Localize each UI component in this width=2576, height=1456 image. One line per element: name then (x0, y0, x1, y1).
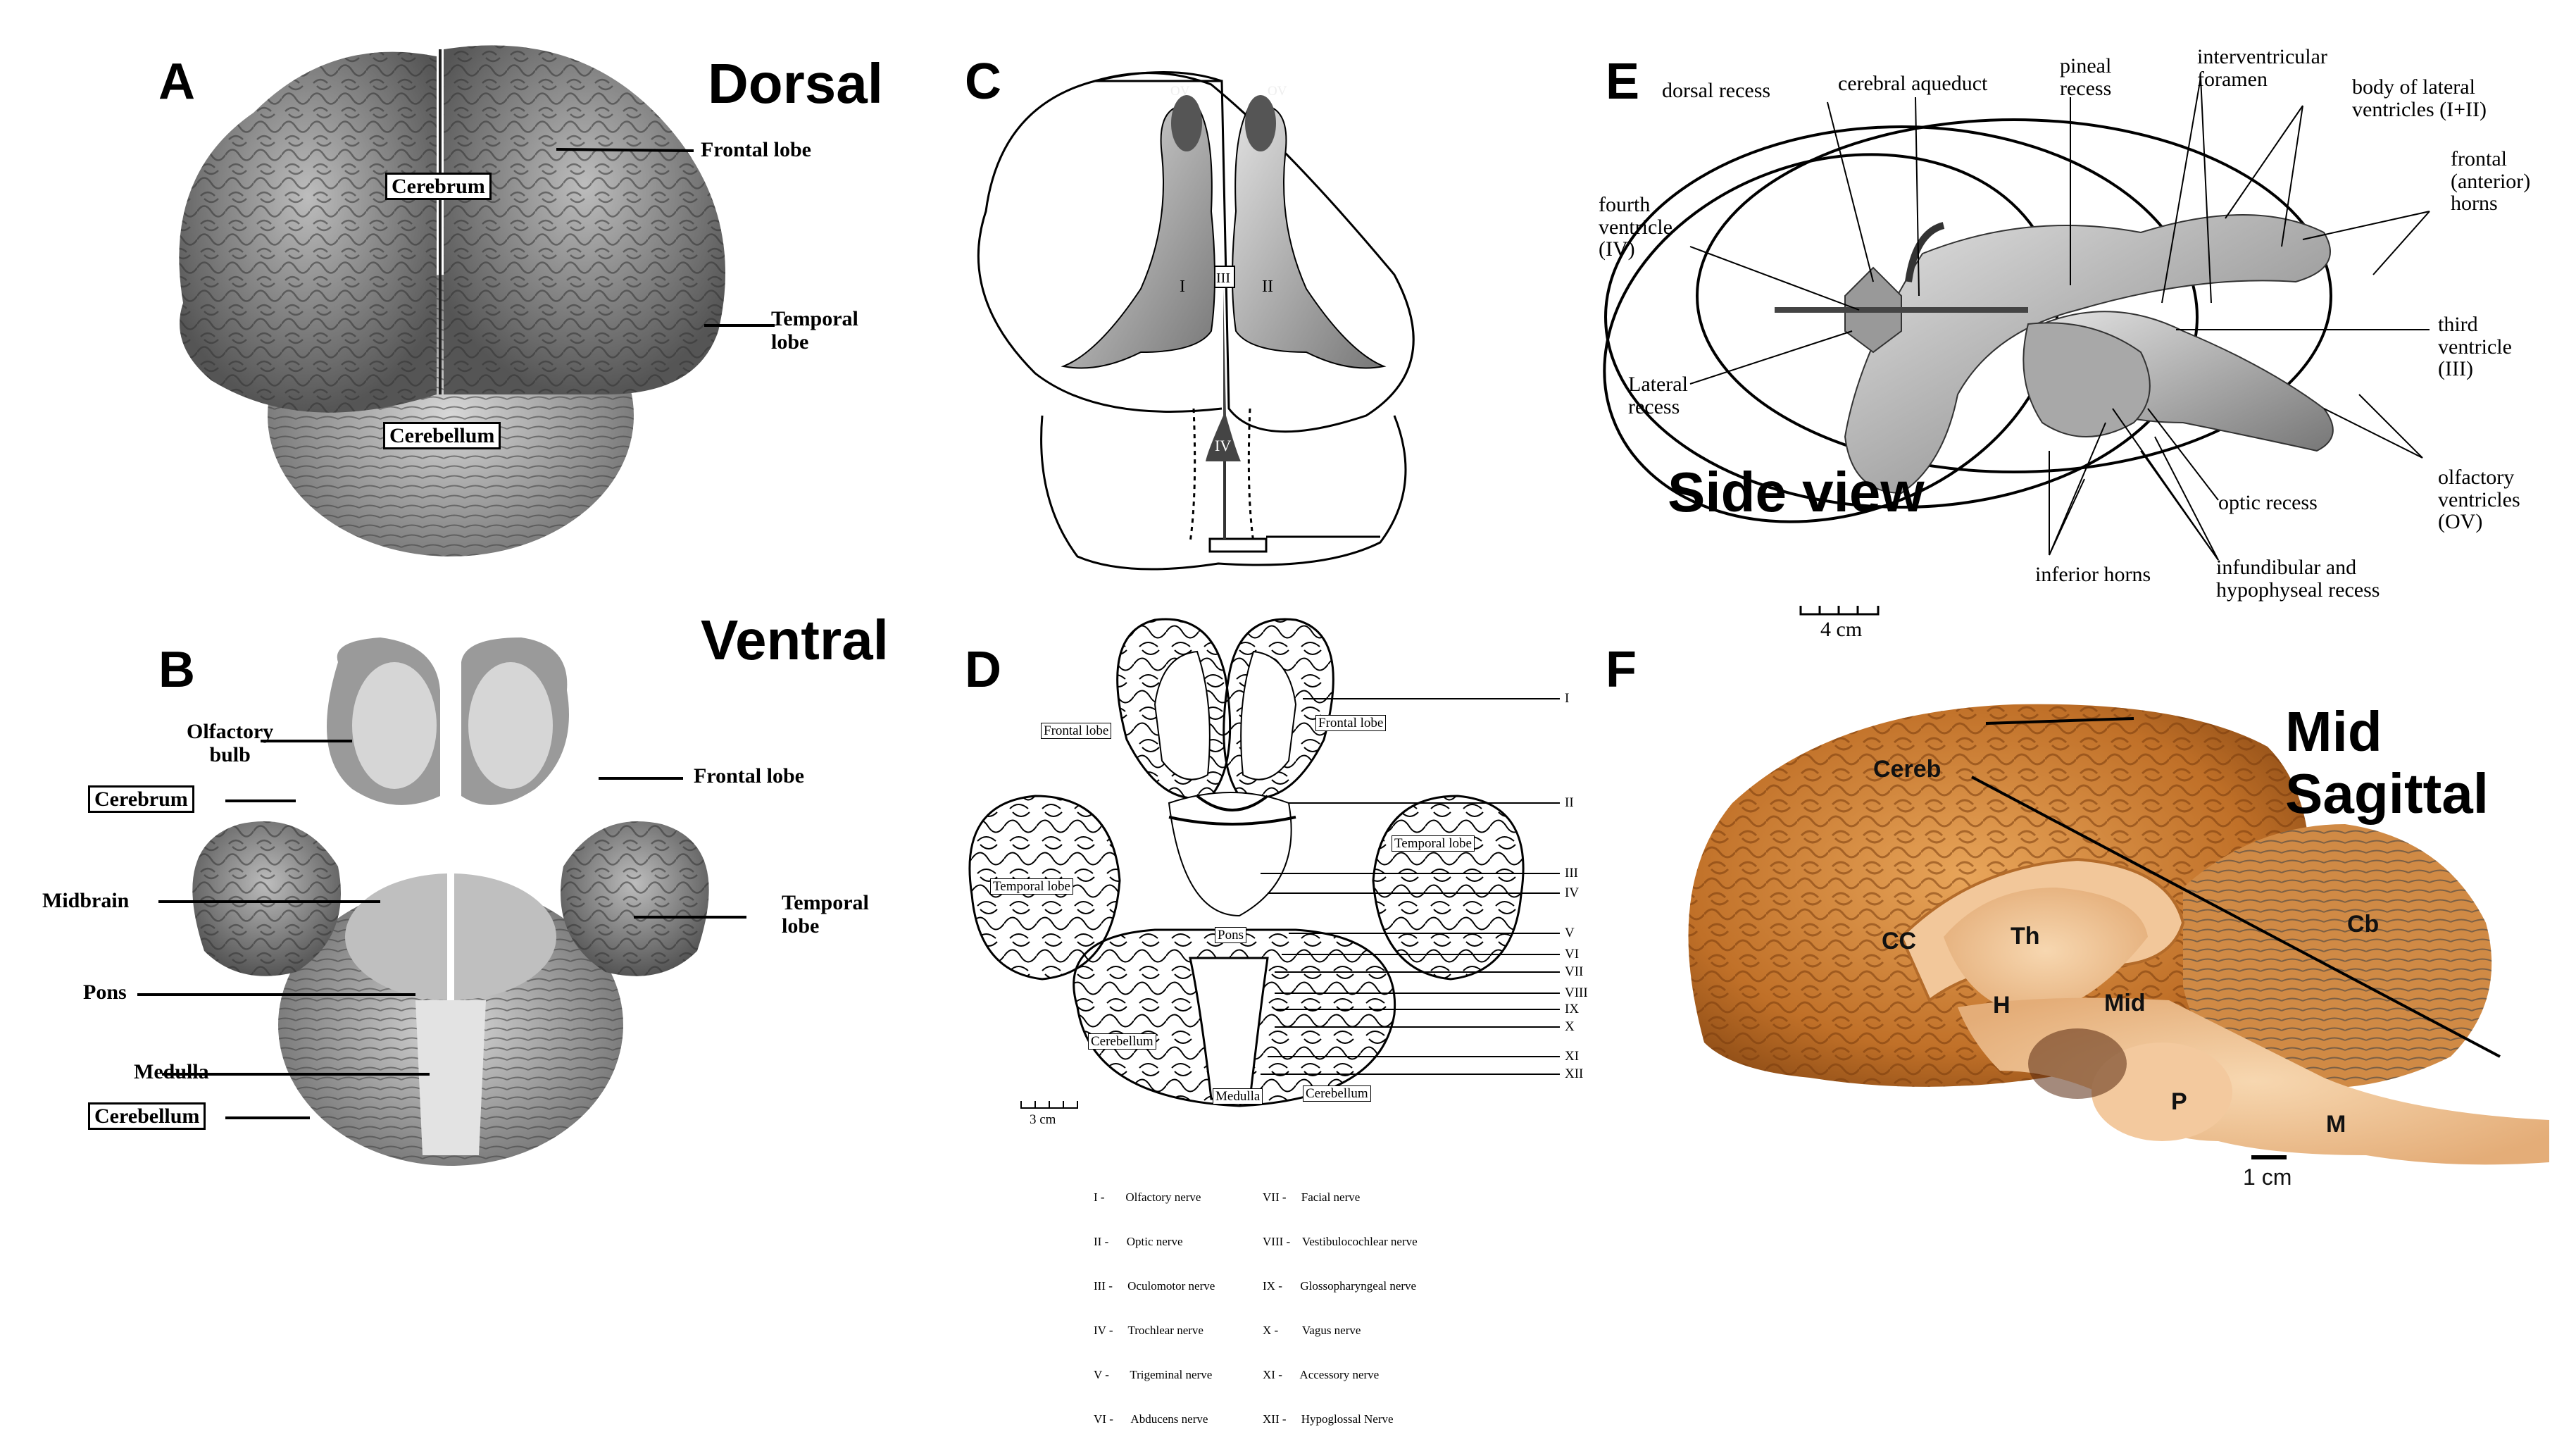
panel-c-ov-right-label: OV (1268, 84, 1287, 99)
panel-e-drawing (1603, 77, 2430, 616)
panel-b-view-title: Ventral (701, 609, 889, 671)
legend-item: XII - Hypoglossal Nerve (1263, 1412, 1394, 1426)
nerve-label: V (1565, 926, 1575, 940)
panel-d-frontal-left-label: Frontal lobe (1041, 723, 1112, 739)
panel-a-drawing (179, 45, 775, 556)
panel-f-h-label: H (1993, 992, 2011, 1019)
panel-e-interventricular-label: interventricular foramen (2197, 45, 2327, 91)
panel-e-inferior-horns-label: inferior horns (2035, 563, 2151, 586)
legend-item: II - Optic nerve (1094, 1235, 1183, 1248)
panel-d-pons-label: Pons (1215, 927, 1246, 943)
panel-f-cc-label: CC (1882, 928, 1917, 954)
nerve-label: VI (1565, 947, 1580, 962)
panel-c-drawing (977, 71, 1415, 571)
panel-f-th-label: Th (2011, 923, 2040, 950)
panel-d-cerebellum-right-label: Cerebellum (1303, 1085, 1371, 1102)
panel-b-cerebrum-label: Cerebrum (88, 785, 194, 813)
panel-d-temporal-right-label: Temporal lobe (1392, 835, 1475, 852)
panel-b-drawing (137, 637, 746, 1166)
panel-e-lateral-recess-label: Lateral recess (1628, 373, 1688, 418)
panel-c-ventricles (1061, 95, 1387, 539)
legend-item: IX - Glossopharyngeal nerve (1263, 1279, 1417, 1293)
panel-e-olfactory-ventricles-label: olfactory ventricles (OV) (2438, 466, 2520, 533)
panel-e-frontal-horns-label: frontal (anterior) horns (2451, 147, 2531, 215)
panel-a-cerebrum-label: Cerebrum (385, 173, 492, 200)
figure-artwork (137, 45, 2549, 1166)
nerve-label: II (1565, 795, 1574, 810)
panel-f-cb-label: Cb (2347, 911, 2380, 938)
panel-c-ventricle-iv-label: IV (1215, 437, 1232, 454)
panel-b-olfactory-label: Olfactory bulb (187, 720, 274, 766)
panel-b-letter: B (158, 642, 195, 698)
legend-item: I - Olfactory nerve (1094, 1190, 1201, 1204)
panel-b-pons-label: Pons (83, 981, 127, 1004)
panel-a-view-title: Dorsal (708, 52, 883, 115)
panel-e-view-title: Side view (1668, 461, 1925, 523)
panel-a-frontal-label: Frontal lobe (701, 138, 811, 161)
panel-e-optic-recess-label: optic recess (2218, 491, 2318, 514)
panel-f-cereb-label: Cereb (1873, 756, 1942, 783)
panel-e-aqueduct-label: cerebral aqueduct (1838, 72, 1988, 95)
panel-e-letter: E (1606, 54, 1640, 110)
panel-d-letter: D (965, 642, 1001, 698)
panel-b-frontal-label: Frontal lobe (694, 764, 804, 788)
panel-d-temporal-left-label: Temporal lobe (990, 878, 1073, 895)
panel-e-pineal-label: pineal recess (2060, 54, 2112, 100)
legend-item: X - Vagus nerve (1263, 1324, 1361, 1337)
panel-a-temporal-label: Temporal lobe (771, 307, 858, 354)
nerve-label: IX (1565, 1002, 1580, 1016)
panel-b-temporal-label: Temporal lobe (782, 891, 869, 938)
panel-e-dorsal-recess-label: dorsal recess (1662, 79, 1771, 102)
nerve-label: IV (1565, 885, 1580, 900)
legend-item: III - Oculomotor nerve (1094, 1279, 1215, 1293)
panel-d-cerebellum-left-label: Cerebellum (1088, 1033, 1156, 1050)
legend-item: VI - Abducens nerve (1094, 1412, 1208, 1426)
panel-f-letter: F (1606, 642, 1637, 698)
panel-b-medulla-label: Medulla (134, 1060, 209, 1083)
panel-f-m-label: M (2326, 1111, 2346, 1138)
panel-c-ventricle-ii-label: II (1262, 278, 1273, 296)
panel-f-mid-label: Mid (2104, 990, 2146, 1016)
nerve-label: III (1565, 866, 1578, 881)
panel-e-infundibular-label: infundibular and hypophyseal recess (2216, 556, 2380, 602)
panel-f-photo (1688, 704, 2549, 1165)
panel-e-lateral-body-label: body of lateral ventricles (I+II) (2352, 75, 2487, 121)
panel-c-ov-left-label: OV (1170, 84, 1190, 99)
legend-item: IV - Trochlear nerve (1094, 1324, 1203, 1337)
panel-d-medulla-label: Medulla (1213, 1088, 1263, 1105)
panel-c-ventricle-i-label: I (1180, 278, 1185, 296)
panel-c-ventricle-iii-label: III (1216, 270, 1230, 286)
nerve-label: VIII (1565, 985, 1588, 1000)
panel-d-frontal-right-label: Frontal lobe (1315, 715, 1387, 731)
panel-a-letter: A (158, 54, 195, 110)
nerve-label: XII (1565, 1066, 1584, 1081)
panel-a-cerebellum-label: Cerebellum (383, 422, 501, 449)
panel-b-cerebellum-label: Cerebellum (88, 1102, 206, 1130)
panel-c-letter: C (965, 54, 1001, 110)
panel-f-scale-label: 1 cm (2243, 1164, 2292, 1190)
legend-item: V - Trigeminal nerve (1094, 1368, 1213, 1381)
nerve-label: X (1565, 1019, 1575, 1034)
legend-item: XI - Accessory nerve (1263, 1368, 1380, 1381)
legend-item: VIII - Vestibulocochlear nerve (1263, 1235, 1418, 1248)
panel-e-third-ventricle-label: third ventricle (III) (2438, 313, 2512, 380)
panel-e-fourth-ventricle-label: fourth ventricle (IV) (1599, 193, 1672, 261)
panel-f-p-label: P (2171, 1088, 2187, 1115)
panel-e-scale-label: 4 cm (1820, 618, 1863, 641)
legend-left-column: I - Olfactory nerve II - Optic nerve III… (1094, 1160, 1215, 1456)
panel-f-view-title: Mid Sagittal (2285, 700, 2489, 825)
nerve-label: XI (1565, 1049, 1580, 1064)
legend-right-column: VII - Facial nerve VIII - Vestibulocochl… (1263, 1160, 1418, 1456)
nerve-label: I (1565, 691, 1570, 706)
legend-item: VII - Facial nerve (1263, 1190, 1361, 1204)
panel-d-scale-label: 3 cm (1030, 1112, 1056, 1127)
nerve-label: VII (1565, 964, 1584, 979)
panel-d-drawing (968, 618, 1560, 1109)
panel-b-midbrain-label: Midbrain (42, 889, 130, 912)
